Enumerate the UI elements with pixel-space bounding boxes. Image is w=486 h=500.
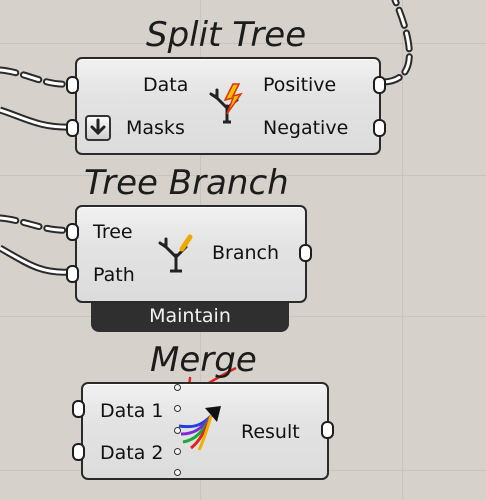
merge-empty-input-port[interactable]	[174, 448, 181, 455]
split-tree-port-data[interactable]	[66, 76, 79, 94]
tree-branch-port-branch[interactable]	[299, 244, 312, 262]
split-tree-input-masks: Masks	[126, 117, 185, 139]
split-tree-input-data: Data	[143, 74, 189, 96]
tree-branch-port-tree[interactable]	[66, 223, 79, 241]
merge-port-result[interactable]	[321, 421, 334, 439]
tree-branch-node[interactable]: Tree Path Branch	[75, 205, 307, 303]
merge-port-data-2[interactable]	[72, 443, 85, 461]
tree-branch-title: Tree Branch	[84, 163, 289, 203]
split-tree-port-masks[interactable]	[66, 119, 79, 137]
merge-empty-input-port[interactable]	[174, 384, 181, 391]
merge-port-data-1[interactable]	[72, 400, 85, 418]
merge-empty-input-port[interactable]	[174, 427, 181, 434]
split-tree-output-negative: Negative	[263, 117, 349, 139]
merge-input-data-2: Data 2	[100, 442, 164, 464]
split-tree-title: Split Tree	[146, 15, 307, 55]
merge-title: Merge	[150, 340, 257, 380]
tree-branch-icon	[158, 234, 193, 273]
merge-node[interactable]: Data 1 Data 2 Result	[81, 382, 329, 480]
merge-icon	[178, 406, 221, 451]
maintain-status-bar: Maintain	[91, 300, 289, 332]
down-arrow-icon[interactable]	[85, 115, 111, 141]
merge-empty-input-port[interactable]	[174, 469, 181, 476]
split-tree-icon	[209, 83, 243, 124]
merge-output-result: Result	[241, 421, 300, 443]
canvas-grid-line	[0, 175, 486, 176]
split-tree-port-positive[interactable]	[373, 76, 386, 94]
merge-input-data-1: Data 1	[100, 400, 164, 422]
split-tree-node[interactable]: Data Masks Positive Negative	[75, 57, 381, 155]
split-tree-port-negative[interactable]	[373, 119, 386, 137]
wire-branch-path	[0, 244, 71, 276]
tree-branch-port-path[interactable]	[66, 265, 79, 283]
merge-empty-input-port[interactable]	[174, 405, 181, 412]
split-tree-output-positive: Positive	[263, 74, 337, 96]
tree-branch-output-branch: Branch	[212, 242, 280, 264]
canvas-grid-line	[0, 43, 486, 44]
canvas-grid-line	[402, 0, 403, 500]
tree-branch-input-path: Path	[93, 264, 135, 286]
tree-branch-input-tree: Tree	[93, 221, 133, 243]
